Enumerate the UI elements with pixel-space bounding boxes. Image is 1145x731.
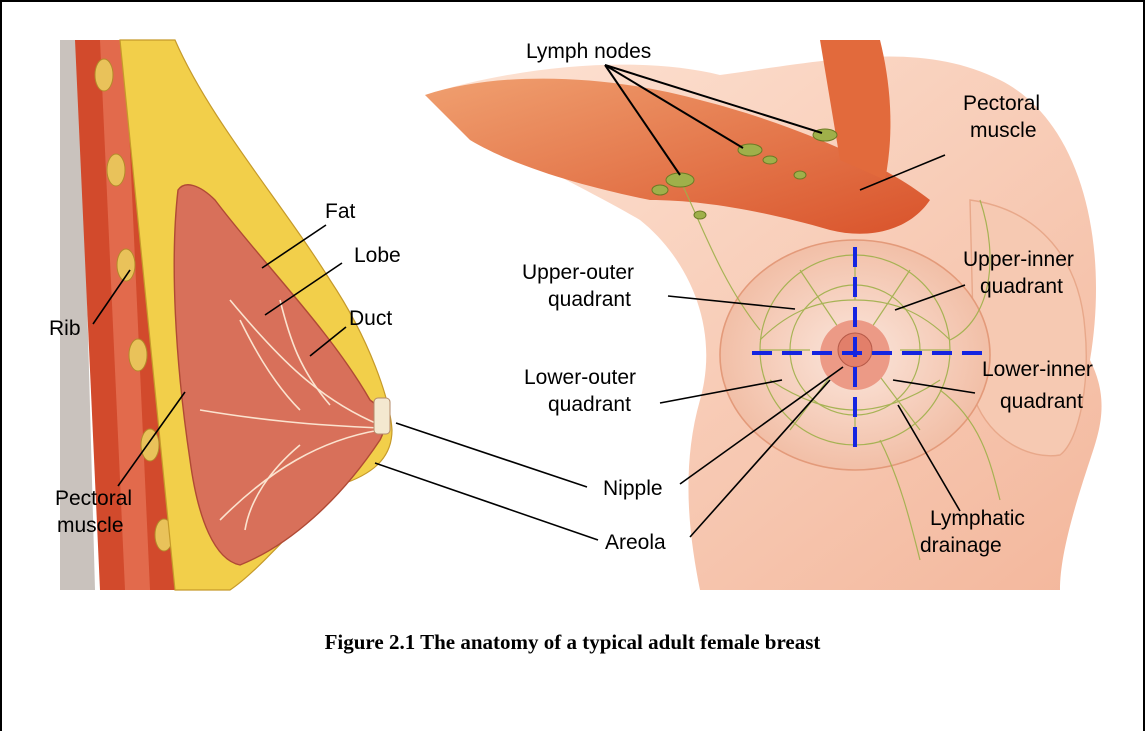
label-pectoral-muscle-right-line2: muscle [970, 119, 1037, 142]
label-lymphatic-drainage-line2: drainage [920, 534, 1002, 557]
label-lobe: Lobe [354, 244, 401, 267]
label-upper-outer-line2: quadrant [548, 288, 631, 311]
figure-caption: Figure 2.1 The anatomy of a typical adul… [0, 630, 1145, 655]
label-lower-outer-line1: Lower-outer [524, 366, 636, 389]
nipple-shape [374, 398, 390, 434]
label-duct: Duct [349, 307, 392, 330]
label-lower-outer-line2: quadrant [548, 393, 631, 416]
label-fat: Fat [325, 200, 356, 223]
label-rib: Rib [49, 317, 81, 340]
label-pectoral-muscle-left-line2: muscle [57, 514, 124, 537]
label-nipple: Nipple [603, 477, 663, 500]
label-upper-inner-line2: quadrant [980, 275, 1063, 298]
label-pectoral-muscle-right-line1: Pectoral [963, 92, 1040, 115]
label-pectoral-muscle-left-line1: Pectoral [55, 487, 132, 510]
label-lower-inner-line1: Lower-inner [982, 358, 1093, 381]
label-upper-inner-line1: Upper-inner [963, 248, 1074, 271]
label-lower-inner-line2: quadrant [1000, 390, 1083, 413]
label-upper-outer-line1: Upper-outer [522, 261, 634, 284]
label-lymph-nodes: Lymph nodes [526, 40, 651, 63]
label-areola: Areola [605, 531, 666, 554]
label-lymphatic-drainage-line1: Lymphatic [930, 507, 1025, 530]
